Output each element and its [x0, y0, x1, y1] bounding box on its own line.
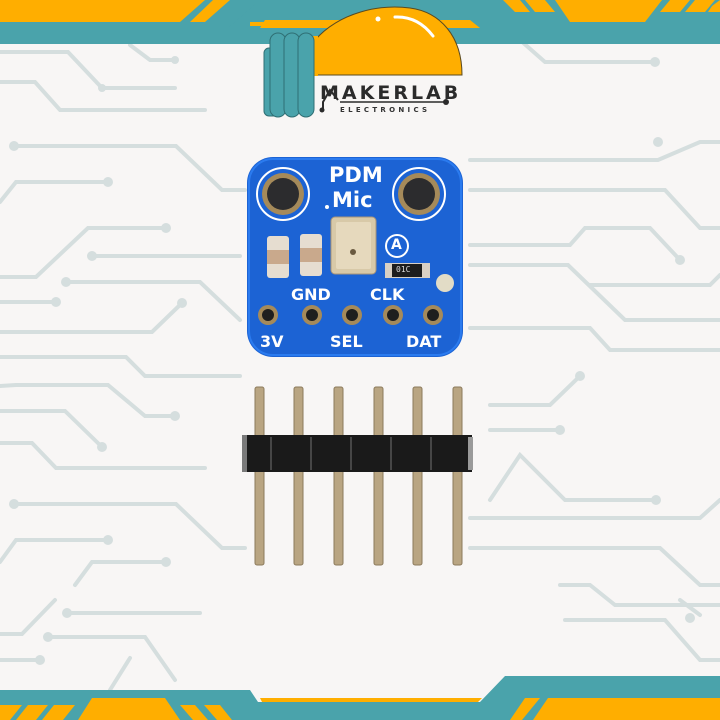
pin-label-3v: 3V — [260, 332, 284, 351]
header-pins — [254, 386, 463, 566]
pin-label-clk: CLK — [370, 285, 405, 304]
brand-name: MAKERLAB — [320, 82, 462, 104]
makerlab-logo — [263, 6, 463, 118]
pin-header — [242, 386, 473, 566]
brand-tagline: ELECTRONICS — [340, 106, 431, 114]
badge-icon: A — [391, 237, 402, 253]
resistor — [385, 263, 430, 278]
bulb-base-icon — [263, 32, 315, 118]
capacitor-2 — [300, 234, 322, 276]
resistor-code: 01C — [396, 265, 411, 274]
board-title-line1: PDM — [329, 163, 383, 187]
mems-microphone — [330, 216, 377, 275]
pdm-mic-board — [247, 157, 463, 357]
trace-endpoints — [9, 56, 695, 665]
mounting-hole-left — [256, 167, 310, 221]
board-title-line2: Mic — [332, 188, 373, 212]
capacitor-1 — [267, 236, 289, 278]
pin-label-sel: SEL — [330, 332, 363, 351]
pin-pads — [258, 305, 443, 325]
circuit-traces — [0, 38, 720, 692]
pin-label-gnd: GND — [291, 285, 331, 304]
bottom-banner — [0, 676, 720, 720]
mounting-hole-right — [392, 167, 446, 221]
pin-label-dat: DAT — [406, 332, 442, 351]
